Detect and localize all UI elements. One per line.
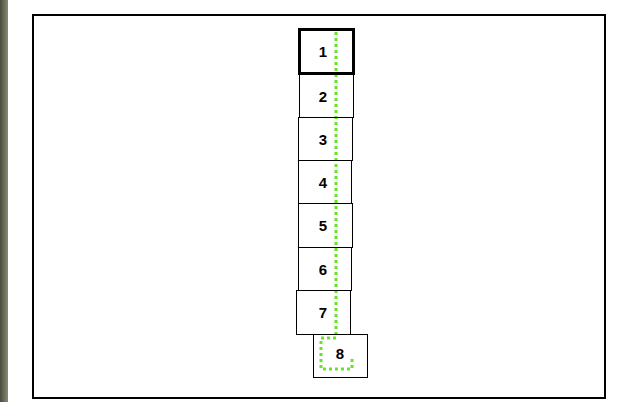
- box-number: 5: [319, 218, 327, 233]
- numbered-box: 1: [298, 28, 355, 75]
- box-number: 8: [336, 346, 344, 361]
- numbered-box: 7: [296, 290, 351, 335]
- numbered-box: 5: [298, 203, 353, 248]
- box-number: 6: [319, 262, 327, 277]
- numbered-box: 6: [298, 247, 352, 291]
- edge-stripe: [0, 0, 8, 402]
- numbered-box: 4: [298, 160, 352, 204]
- box-number: 4: [319, 175, 327, 190]
- outer-frame: [32, 14, 606, 399]
- numbered-box: 2: [299, 74, 354, 118]
- box-number: 1: [319, 44, 327, 59]
- box-number: 3: [319, 132, 327, 147]
- box-number: 7: [319, 305, 327, 320]
- box-number: 2: [319, 89, 327, 104]
- numbered-box: 8: [313, 334, 368, 378]
- numbered-box: 3: [298, 117, 353, 161]
